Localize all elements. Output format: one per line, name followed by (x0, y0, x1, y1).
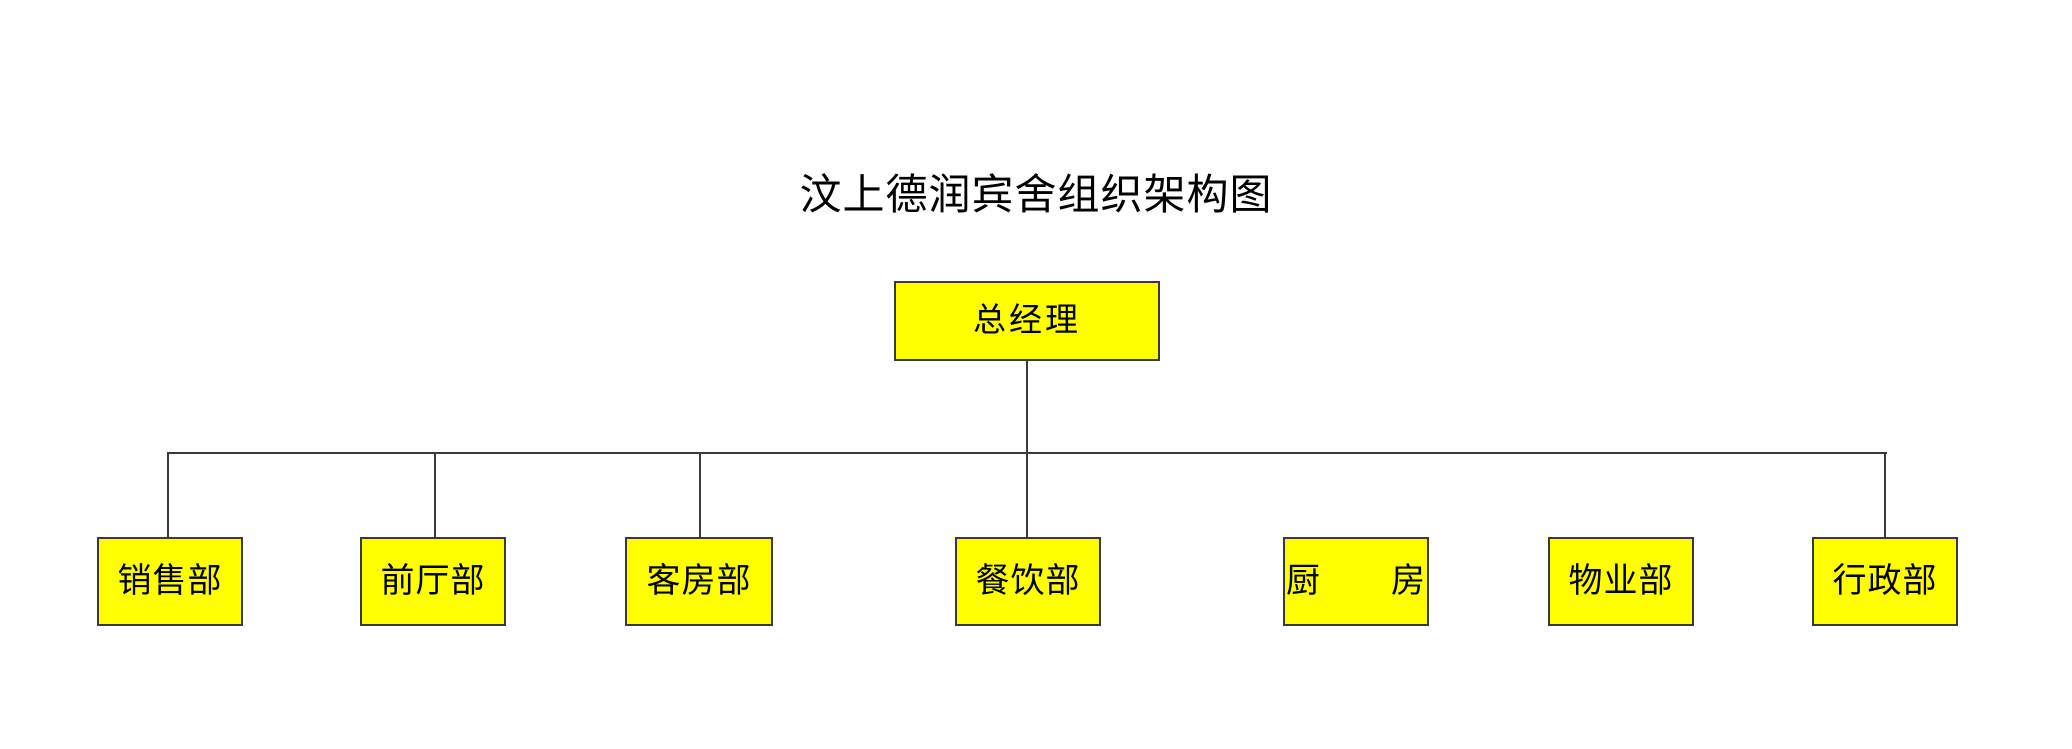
page-title: 汶上德润宾舍组织架构图 (799, 173, 1273, 219)
node-property-department-label: 物业部 (1568, 562, 1674, 600)
node-front-office-department-label: 前厅部 (380, 562, 486, 600)
node-administration-department-label: 行政部 (1832, 562, 1938, 600)
node-sales-department-label: 销售部 (117, 562, 223, 600)
node-catering-department-label: 餐饮部 (975, 562, 1081, 600)
node-property-department[interactable]: 物业部 (1548, 537, 1694, 626)
node-kitchen-department-label: 厨 房 (1286, 562, 1426, 600)
connector-drop-frontdesk (434, 452, 436, 537)
node-sales-department[interactable]: 销售部 (97, 537, 243, 626)
node-housekeeping-department-label: 客房部 (646, 562, 752, 600)
node-front-office-department[interactable]: 前厅部 (360, 537, 506, 626)
node-housekeeping-department[interactable]: 客房部 (625, 537, 773, 626)
node-general-manager-label: 总经理 (973, 303, 1081, 339)
node-kitchen-department[interactable]: 厨 房 (1283, 537, 1429, 626)
connector-root-stem (1026, 361, 1028, 537)
connector-drop-housekeeping (699, 452, 701, 537)
connector-horizontal-bus (168, 452, 1887, 454)
node-general-manager[interactable]: 总经理 (894, 281, 1160, 361)
node-administration-department[interactable]: 行政部 (1812, 537, 1958, 626)
connector-drop-admin (1884, 452, 1886, 537)
node-catering-department[interactable]: 餐饮部 (955, 537, 1101, 626)
connector-drop-sales (167, 452, 169, 537)
